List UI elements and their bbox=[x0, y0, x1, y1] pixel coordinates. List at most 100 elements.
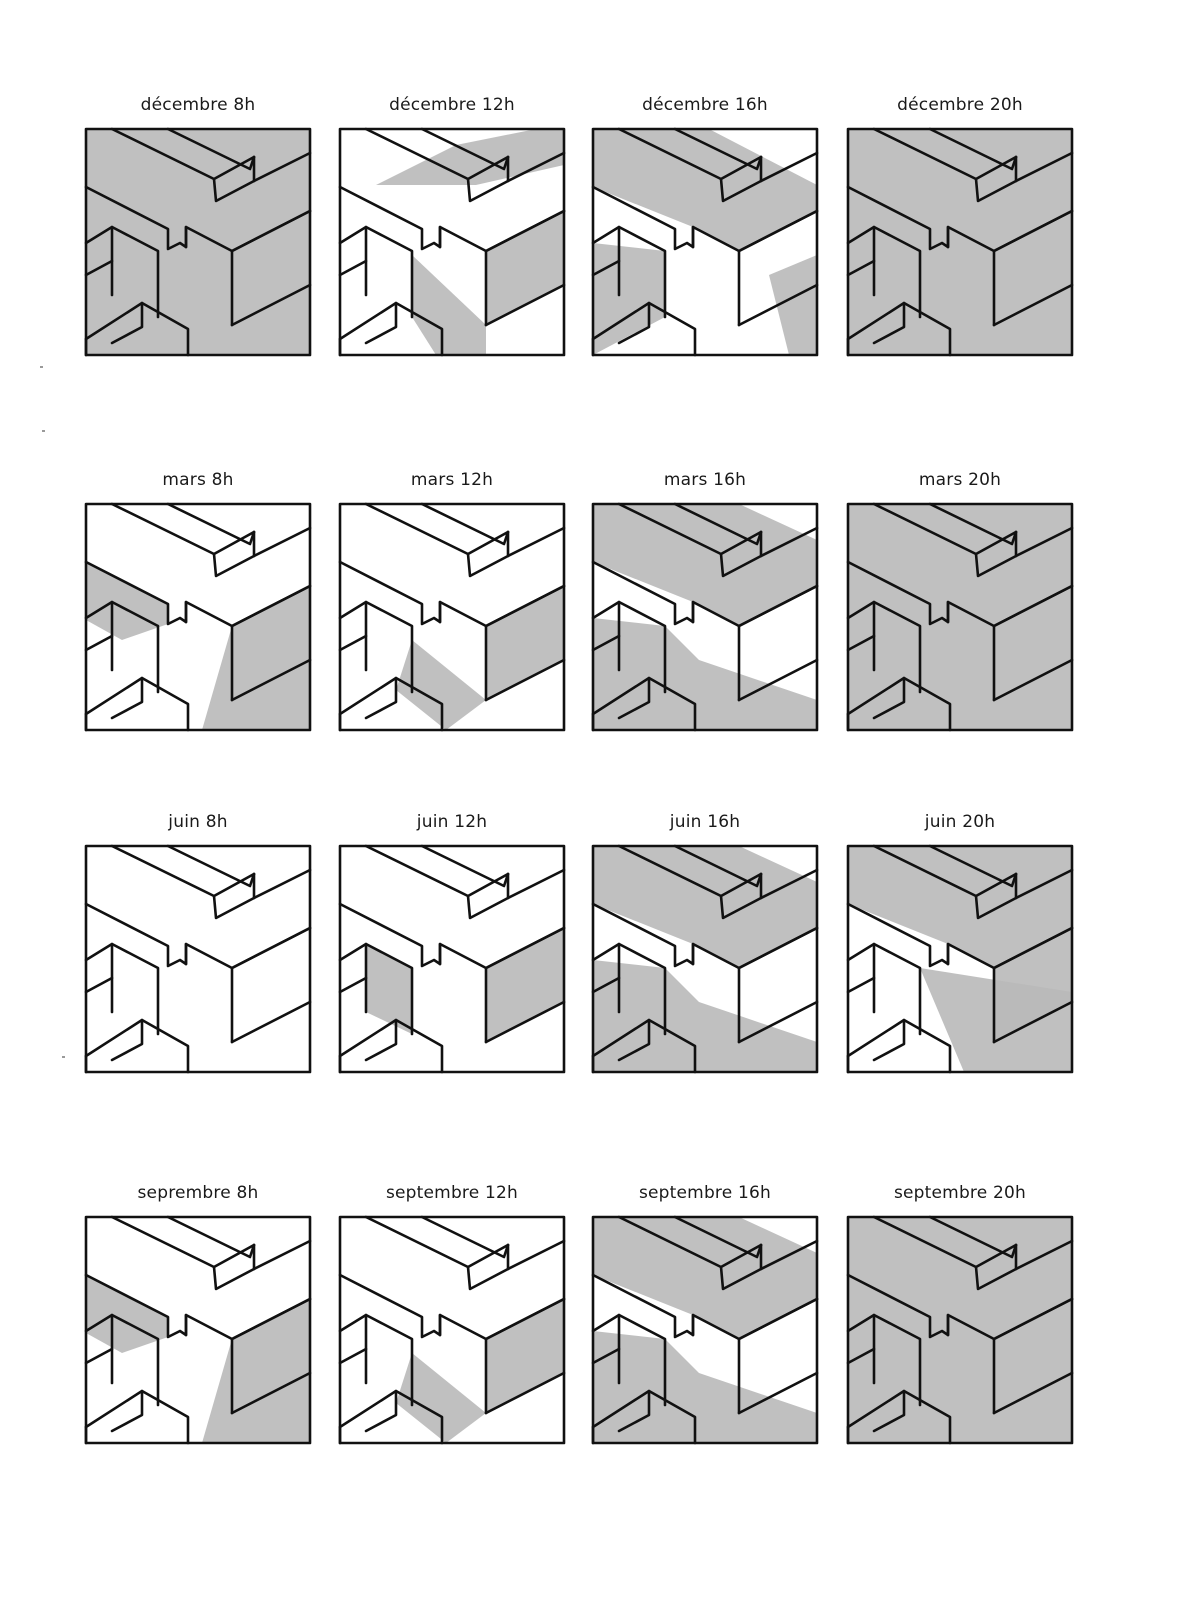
block-outline bbox=[110, 301, 144, 345]
block-outline bbox=[166, 127, 256, 171]
block-outline bbox=[484, 926, 566, 970]
block-outline bbox=[946, 600, 996, 702]
block-outline bbox=[928, 502, 1018, 546]
block-outline bbox=[230, 1297, 312, 1341]
block-drawing bbox=[338, 502, 566, 732]
block-outline bbox=[846, 902, 1074, 970]
panel-label: mars 8h bbox=[162, 470, 234, 490]
study-panel: septembre 16h bbox=[589, 1183, 821, 1483]
block-drawing bbox=[338, 127, 566, 357]
block-outline bbox=[846, 1389, 952, 1445]
block-outline bbox=[974, 1239, 1074, 1291]
shadow-area bbox=[366, 944, 412, 1034]
block-outline bbox=[84, 1273, 312, 1341]
block-outline bbox=[846, 502, 1074, 732]
shadow-area bbox=[486, 1299, 564, 1413]
panel-label: septembre 20h bbox=[893, 1183, 1027, 1203]
block-outline bbox=[338, 1018, 444, 1074]
block-outline bbox=[691, 600, 741, 702]
block-outline bbox=[591, 942, 667, 1036]
block-outline bbox=[212, 526, 312, 578]
block-outline bbox=[420, 502, 510, 546]
block-outline bbox=[338, 942, 414, 1036]
block-outline bbox=[617, 1389, 651, 1433]
panel-label: décembre 12h bbox=[389, 95, 515, 115]
shadow-area bbox=[412, 255, 486, 355]
panel-label: septembre 16h bbox=[638, 1183, 772, 1203]
block-outline bbox=[591, 225, 667, 319]
paper-speck bbox=[62, 1056, 65, 1058]
shadow-area bbox=[769, 255, 817, 355]
block-outline bbox=[338, 560, 566, 628]
panel-label: seprembre 8h bbox=[137, 1183, 259, 1203]
block-outline bbox=[484, 1371, 566, 1415]
block-outline bbox=[230, 1371, 312, 1415]
block-outline bbox=[466, 1239, 566, 1291]
block-outline bbox=[84, 976, 114, 994]
block-outline bbox=[992, 1371, 1074, 1415]
block-outline bbox=[591, 844, 819, 1074]
block-outline bbox=[591, 600, 667, 694]
panel-label: septembre 12h bbox=[385, 1183, 519, 1203]
shadow-area bbox=[848, 504, 1072, 730]
block-outline bbox=[846, 634, 876, 652]
block-outline bbox=[84, 676, 190, 732]
block-outline bbox=[846, 560, 1074, 628]
block-outline bbox=[846, 676, 952, 732]
block-outline bbox=[591, 185, 819, 253]
block-outline bbox=[230, 283, 312, 327]
study-panel: juin 12h bbox=[336, 812, 568, 1112]
study-panel: décembre 12h bbox=[336, 95, 568, 395]
block-outline bbox=[484, 1000, 566, 1044]
block-outline bbox=[617, 301, 651, 345]
block-drawing bbox=[84, 127, 312, 357]
block-outline bbox=[338, 1389, 444, 1445]
block-outline bbox=[230, 1000, 312, 1044]
block-outline bbox=[166, 502, 256, 546]
block-outline bbox=[338, 600, 414, 694]
panel-label: juin 8h bbox=[168, 812, 228, 832]
block-outline bbox=[591, 502, 819, 732]
block-outline bbox=[438, 1313, 488, 1415]
block-outline bbox=[84, 259, 114, 277]
block-outline bbox=[230, 209, 312, 253]
block-outline bbox=[338, 1313, 414, 1407]
block-outline bbox=[110, 676, 144, 720]
block-outline bbox=[184, 942, 234, 1044]
block-outline bbox=[184, 225, 234, 327]
shadow-area bbox=[486, 928, 564, 1042]
block-outline bbox=[484, 209, 566, 253]
block-drawing bbox=[591, 127, 819, 357]
block-outline bbox=[184, 600, 234, 702]
block-outline bbox=[591, 1018, 697, 1074]
block-outline bbox=[591, 127, 819, 357]
block-outline bbox=[338, 1347, 368, 1365]
panel-label: juin 12h bbox=[416, 812, 488, 832]
shadow-area bbox=[396, 1353, 486, 1443]
study-panel: mars 20h bbox=[844, 470, 1076, 770]
block-outline bbox=[420, 844, 510, 888]
block-outline bbox=[872, 1389, 906, 1433]
block-outline bbox=[338, 902, 566, 970]
block-outline bbox=[84, 902, 312, 970]
block-outline bbox=[484, 584, 566, 628]
block-outline bbox=[338, 127, 566, 357]
block-outline bbox=[184, 1313, 234, 1415]
block-outline bbox=[617, 676, 651, 720]
block-outline bbox=[212, 1239, 312, 1291]
block-outline bbox=[737, 926, 819, 970]
study-panel: juin 8h bbox=[82, 812, 314, 1112]
block-outline bbox=[872, 676, 906, 720]
block-outline bbox=[84, 1313, 160, 1407]
block-outline bbox=[484, 283, 566, 327]
block-outline bbox=[364, 1018, 398, 1062]
block-outline bbox=[420, 1215, 510, 1259]
panel-label: mars 12h bbox=[410, 470, 494, 490]
block-outline bbox=[338, 259, 368, 277]
block-outline bbox=[591, 1215, 819, 1445]
block-outline bbox=[673, 1215, 763, 1259]
block-outline bbox=[166, 844, 256, 888]
block-outline bbox=[591, 1389, 697, 1445]
block-outline bbox=[466, 868, 566, 920]
